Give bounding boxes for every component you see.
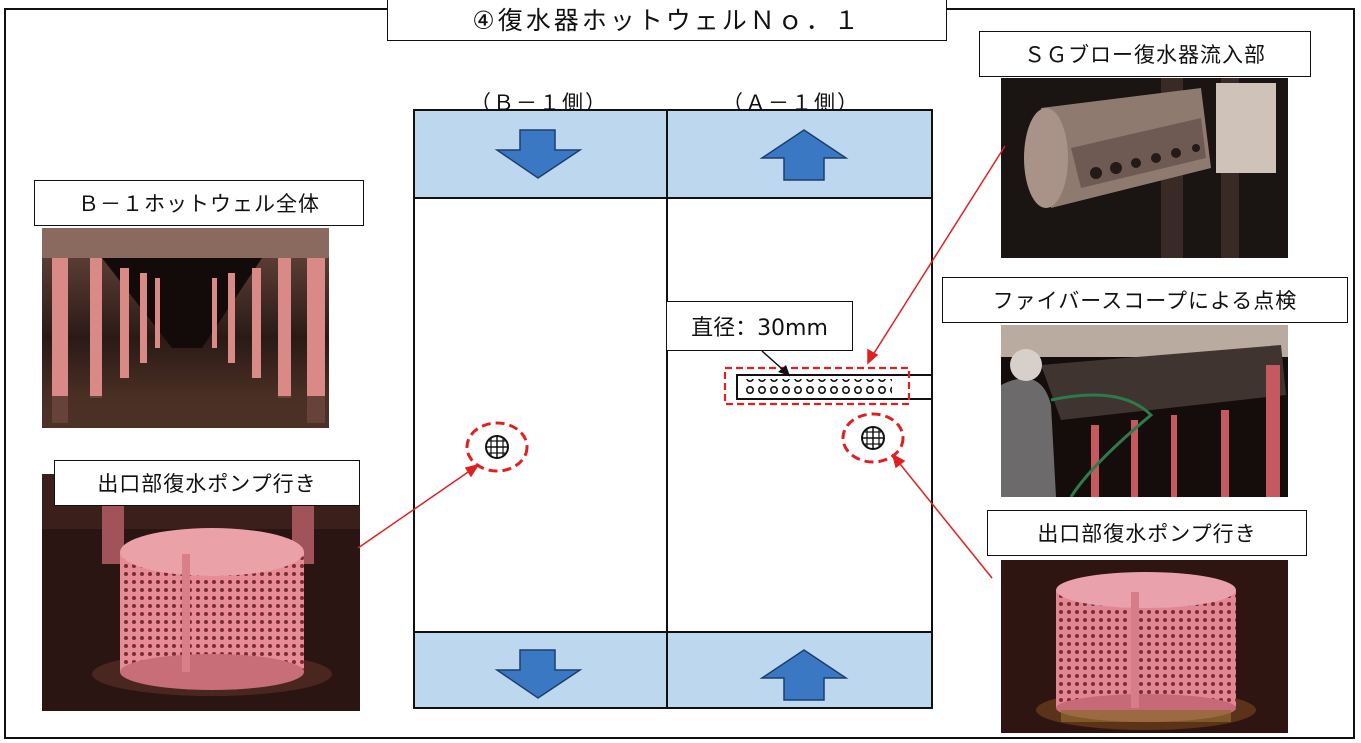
outlet-strainer-photo-right	[1001, 560, 1288, 733]
bottom-water-box	[413, 631, 933, 709]
sg-blow-inlet-label: ＳＧブロー復水器流入部	[979, 31, 1311, 77]
sg-blow-holes	[742, 379, 892, 395]
leader-arrowhead	[867, 348, 879, 365]
leader-sg-blow	[870, 145, 1006, 359]
diameter-arrowhead	[778, 365, 790, 376]
sg-blow-highlight	[723, 366, 911, 406]
arrow-down-icon	[494, 129, 583, 179]
arrow-up-icon	[759, 129, 849, 181]
leader-outlet-left	[357, 467, 475, 549]
diagram-title: ④復水器ホットウェルＮｏ．１	[387, 0, 947, 41]
fiberscope-label: ファイバースコープによる点検	[942, 277, 1348, 323]
strainer-icon	[465, 421, 529, 473]
b1-hotwell-label: Ｂ－１ホットウェル全体	[34, 180, 364, 226]
top-water-box	[413, 109, 933, 199]
diameter-label: 直径：30mm	[666, 301, 853, 351]
outlet-label-right: 出口部復水ポンプ行き	[987, 510, 1307, 556]
fiberscope-inspection-photo	[1001, 325, 1288, 497]
arrow-down-icon	[494, 649, 583, 699]
outlet-strainer-photo-left	[42, 474, 360, 711]
hotwell-outline	[413, 109, 933, 709]
sg-blow-inlet-photo	[1001, 78, 1288, 258]
outlet-label-left: 出口部復水ポンプ行き	[54, 460, 360, 506]
leader-outlet-right	[895, 458, 993, 579]
arrow-up-icon	[759, 649, 849, 701]
strainer-icon	[841, 412, 905, 464]
leader-arrowhead	[891, 453, 906, 469]
leader-arrowhead	[464, 463, 480, 478]
b1-hotwell-photo	[42, 228, 329, 428]
